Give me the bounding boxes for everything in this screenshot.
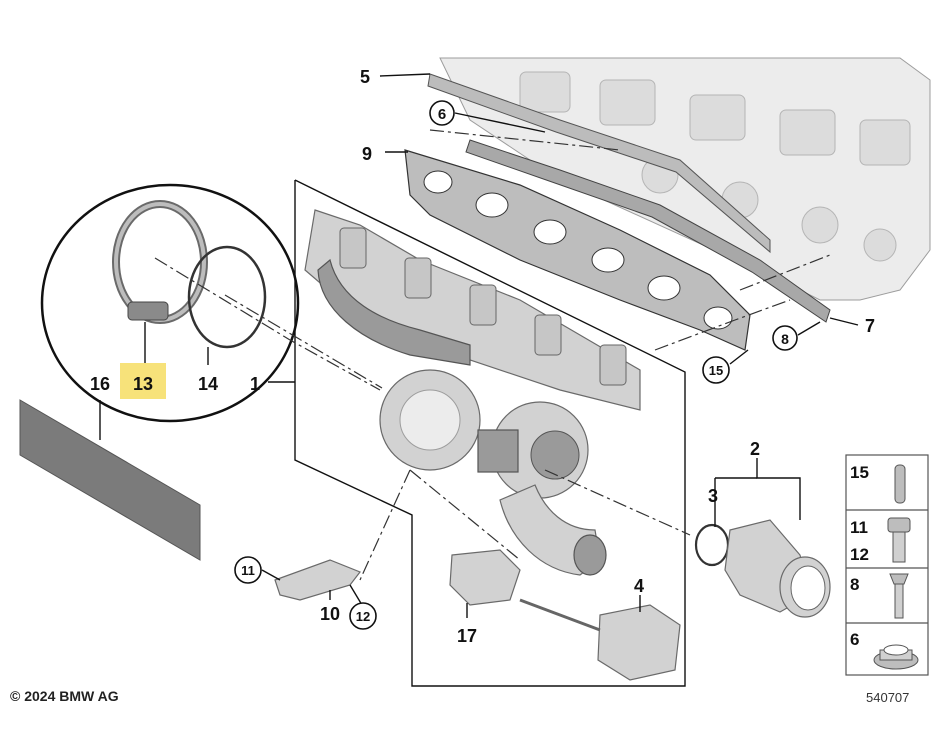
callout-8-circle xyxy=(772,325,798,351)
wastegate-actuator-4 xyxy=(519,598,681,681)
callout-5: 5 xyxy=(360,67,370,87)
callout-9: 9 xyxy=(362,144,372,164)
guide-lines xyxy=(154,129,831,581)
bracket-10 xyxy=(274,559,361,601)
callout-11-circle xyxy=(234,556,262,584)
manifold-gasket-9 xyxy=(404,149,751,351)
legend-8: 8 xyxy=(850,575,859,594)
clamp-13 xyxy=(112,200,208,324)
callout-17: 17 xyxy=(457,626,477,646)
bolt-icon xyxy=(887,517,911,563)
callout-15: 15 xyxy=(709,363,723,378)
copyright-text: © 2024 BMW AG xyxy=(10,688,119,704)
legend-6: 6 xyxy=(850,630,859,649)
callout-7: 7 xyxy=(865,316,875,336)
seal-ring-14 xyxy=(187,245,267,349)
pin-icon xyxy=(894,464,906,504)
callout-2: 2 xyxy=(750,439,760,459)
heat-shield-16 xyxy=(19,399,201,561)
callout-11: 11 xyxy=(241,563,255,578)
legend-table: 15 11 12 8 6 xyxy=(845,454,929,676)
legend-15: 15 xyxy=(850,463,869,482)
callouts: 5 6 9 1 2 3 4 7 8 15 13 14 16 11 10 12 1… xyxy=(90,67,875,646)
leader-lines xyxy=(99,73,859,618)
diagram-id: 540707 xyxy=(866,690,910,705)
gasket-strip-7 xyxy=(465,139,831,323)
screw-icon xyxy=(889,573,909,619)
callout-3: 3 xyxy=(708,486,718,506)
callout-8: 8 xyxy=(781,331,789,347)
callout-15-circle xyxy=(702,356,730,384)
callout-13: 13 xyxy=(133,374,153,394)
gasket-strip-5 xyxy=(427,73,771,254)
assembly-frame xyxy=(294,179,686,687)
callout-12-circle xyxy=(349,602,377,630)
highlight-circle xyxy=(40,183,300,423)
callout-4: 4 xyxy=(634,576,644,596)
callout-14: 14 xyxy=(198,374,218,394)
bracket-17 xyxy=(449,549,521,606)
nut-icon xyxy=(873,644,919,670)
legend-12: 12 xyxy=(850,545,869,564)
legend-11: 11 xyxy=(850,518,868,537)
callout-6: 6 xyxy=(438,106,446,123)
callout-16: 16 xyxy=(90,374,110,394)
callout-12: 12 xyxy=(356,609,370,624)
callout-1: 1 xyxy=(250,374,260,394)
callout-6-circle xyxy=(429,100,455,126)
turbocharger-manifold xyxy=(304,209,641,576)
callout-10: 10 xyxy=(320,604,340,624)
compressor-outlet-2 xyxy=(694,519,831,618)
callout-13-highlight xyxy=(120,363,166,399)
